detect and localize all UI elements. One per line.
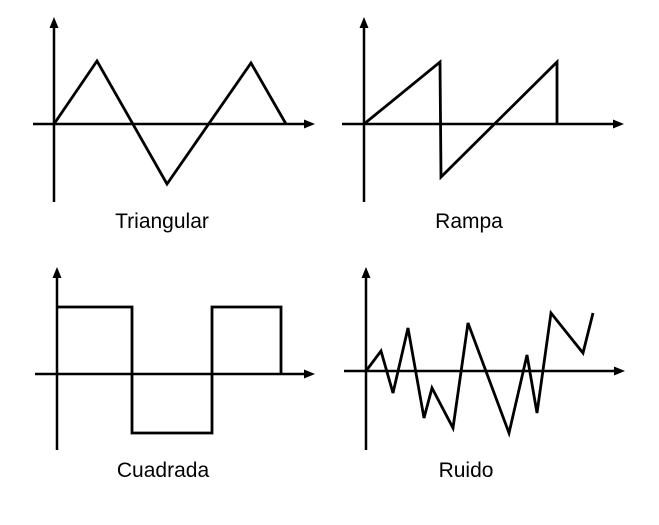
triangular-wave <box>52 58 288 187</box>
triangular-diagram <box>33 17 315 202</box>
ruido-diagram <box>344 267 625 450</box>
rampa-diagram <box>342 17 624 202</box>
rampa-x-axis-arrowhead-icon <box>613 119 624 129</box>
ruido-y-axis-arrowhead-icon <box>361 267 371 278</box>
cuadrada-y-axis-arrowhead-icon <box>52 267 62 278</box>
ruido-wave <box>364 309 595 438</box>
triangular-x-axis-arrowhead-icon <box>304 119 315 129</box>
label-ruido: Ruido <box>438 459 494 482</box>
cuadrada-wave <box>57 305 283 435</box>
rampa-y-axis-arrowhead-icon <box>359 17 369 28</box>
label-triangular: Triangular <box>115 210 209 233</box>
triangular-y-axis-arrowhead-icon <box>49 17 59 28</box>
cuadrada-diagram <box>35 267 315 450</box>
ruido-x-axis-arrowhead-icon <box>614 366 625 376</box>
label-rampa: Rampa <box>435 210 503 233</box>
cuadrada-x-axis-arrowhead-icon <box>304 369 315 379</box>
rampa-wave <box>363 58 559 181</box>
label-cuadrada: Cuadrada <box>116 459 210 482</box>
